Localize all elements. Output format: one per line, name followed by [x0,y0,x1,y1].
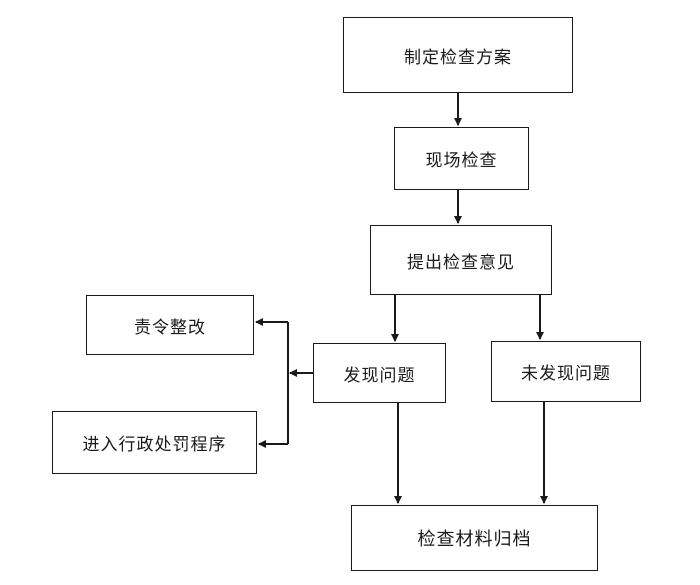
node-plan-label: 制定检查方案 [404,47,512,68]
node-found: 发现问题 [313,343,446,403]
node-inspect-label: 现场检查 [425,151,498,171]
node-rectify-label: 责令整改 [134,317,206,338]
node-penalty: 进入行政处罚程序 [52,411,257,474]
node-opinion-label: 提出检查意见 [407,252,515,273]
node-plan: 制定检查方案 [343,17,573,93]
node-not-found: 未发现问题 [491,341,641,402]
node-not-found-label: 未发现问题 [521,364,611,384]
node-found-label: 发现问题 [343,365,416,386]
node-archive-label: 检查材料归档 [417,529,532,550]
node-rectify: 责令整改 [86,295,254,355]
node-opinion: 提出检查意见 [370,225,552,295]
node-penalty-label: 进入行政处罚程序 [82,435,227,455]
node-archive: 检查材料归档 [351,505,598,571]
node-inspect: 现场检查 [394,127,529,190]
